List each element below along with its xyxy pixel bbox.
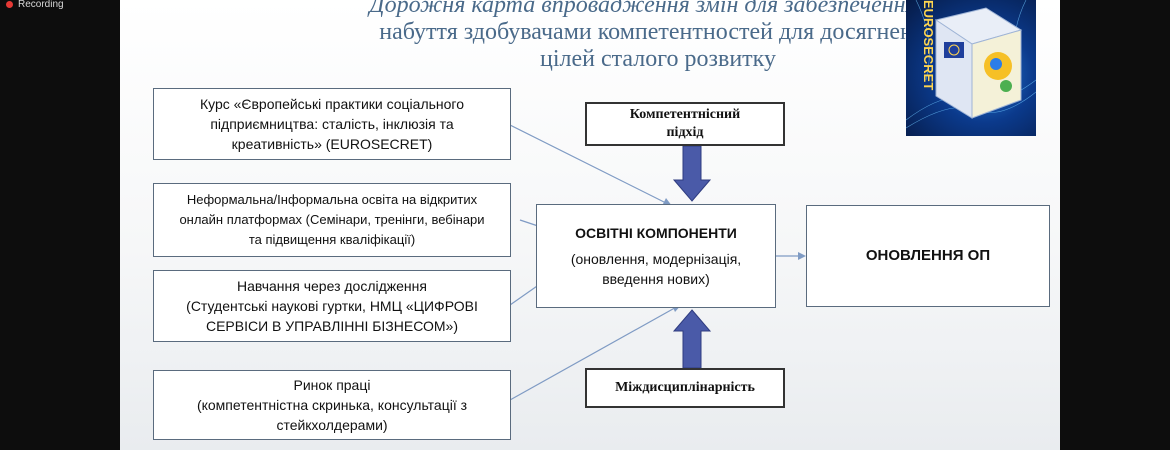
box-research-line: СЕРВІСИ В УПРАВЛІННІ БІЗНЕСОМ») — [205, 318, 459, 334]
box-program-update: ОНОВЛЕННЯ ОП — [806, 205, 1050, 307]
title-line-3: цілей сталого розвитку — [540, 46, 776, 72]
box-nonformal-line: Неформальна/Інформальна освіта на відкри… — [186, 192, 478, 207]
recording-label: Recording — [18, 0, 64, 10]
slide-title: Дорожня карта впровадження змін для забе… — [318, 0, 968, 73]
box-research: Навчання через дослідження (Студентські … — [153, 270, 511, 342]
box-course-line: підприємництва: сталість, інклюзія та — [210, 116, 454, 132]
box-nonformal-line: онлайн платформах (Семінари, тренінги, в… — [179, 212, 485, 227]
connector-labour — [509, 304, 681, 401]
arrow-down-icon — [672, 145, 712, 202]
box-research-line: (Студентські наукові гуртки, НМЦ «ЦИФРОВ… — [186, 298, 478, 314]
bottom-box-label: Міждисциплінарність — [615, 380, 755, 395]
right-box-label: ОНОВЛЕННЯ ОП — [865, 247, 991, 264]
recording-dot-icon — [6, 0, 13, 8]
box-course: Курс «Європейські практики соціального п… — [153, 88, 511, 160]
arrow-up-icon — [672, 309, 712, 369]
box-research-line: Навчання через дослідження — [237, 278, 427, 294]
box-educational-components: ОСВІТНІ КОМПОНЕНТИ (оновлення, модерніза… — [536, 204, 776, 308]
box-course-line: Курс «Європейські практики соціального — [199, 96, 465, 112]
title-line-2: набуття здобувачами компетентностей для … — [379, 19, 937, 45]
center-box-line: (оновлення, модернізація, — [570, 251, 742, 267]
top-box-line: Компетентнісний — [629, 107, 741, 122]
center-box-heading: ОСВІТНІ КОМПОНЕНТИ — [575, 225, 737, 241]
box-labour-line: стейкхолдерами) — [276, 417, 388, 433]
connector-head-right — [798, 252, 806, 260]
center-box-line: введення нових) — [602, 271, 710, 287]
box-labour-line: Ринок праці — [293, 377, 371, 393]
box-labour-line: (компетентністна скринька, консультації … — [196, 397, 468, 413]
box-competence-approach: Компетентнісний підхід — [585, 102, 785, 146]
box-labour-market: Ринок праці (компетентністна скринька, к… — [153, 370, 511, 440]
box-interdisciplinarity: Міждисциплінарність — [585, 368, 785, 408]
logo-text: EUROSECRET — [921, 0, 936, 90]
top-box-line: підхід — [666, 125, 704, 140]
box-nonformal-line: та підвищення кваліфікації) — [248, 232, 416, 247]
connector-course — [509, 124, 671, 206]
recording-indicator: Recording — [0, 0, 70, 11]
box-nonformal: Неформальна/Інформальна освіта на відкри… — [153, 183, 511, 257]
logo-art: EUROSECRET — [906, 0, 1036, 129]
title-line-1: Дорожня карта впровадження змін для забе… — [369, 0, 917, 18]
eurosecret-logo: EUROSECRET — [906, 0, 1036, 136]
box-course-line: креативність» (EUROSECRET) — [231, 136, 433, 152]
